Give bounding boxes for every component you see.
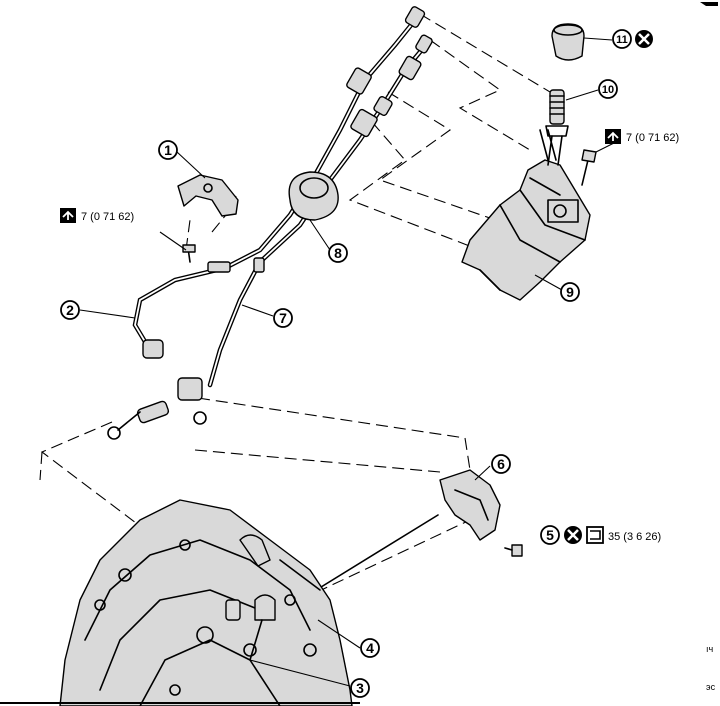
- callout-1: 1: [158, 140, 178, 160]
- control-cables: [107, 6, 433, 440]
- callout-4: 4: [360, 638, 380, 658]
- torque-spec-nut: 35 (3 6 26): [608, 531, 661, 543]
- margin-mark: эс: [706, 682, 716, 692]
- svg-text:2: 2: [66, 302, 74, 318]
- svg-text:1: 1: [164, 142, 172, 158]
- torque-spec-bracket: 7 (0 71 62): [81, 211, 134, 223]
- bracket-1: [177, 174, 239, 263]
- shift-knob: [551, 23, 585, 61]
- callout-8: 8: [328, 243, 348, 263]
- callout-7: 7: [273, 308, 293, 328]
- callout-5: 5: [540, 525, 560, 545]
- svg-text:11: 11: [616, 34, 628, 46]
- control-lever: [545, 89, 569, 166]
- svg-text:8: 8: [334, 245, 342, 261]
- transaxle-housing: [59, 499, 353, 706]
- callout-10: 10: [598, 79, 618, 99]
- do-not-reuse-icon: [635, 30, 653, 48]
- callout-3: 3: [350, 678, 370, 698]
- svg-text:3: 3: [356, 680, 364, 696]
- corner-mark: [700, 2, 718, 6]
- svg-text:6: 6: [497, 456, 505, 472]
- do-not-reuse-icon: [564, 526, 582, 544]
- svg-text:4: 4: [366, 640, 374, 656]
- grommet: [288, 171, 339, 221]
- nut-icon: [586, 526, 604, 544]
- torque-wrench-icon: [605, 129, 621, 144]
- svg-text:5: 5: [546, 527, 554, 543]
- bracket-6: [299, 469, 501, 601]
- svg-text:10: 10: [602, 84, 614, 96]
- svg-text:7: 7: [279, 310, 287, 326]
- assembly-guide-lines: [39, 13, 556, 601]
- callout-11: 11: [612, 29, 632, 49]
- torque-spec-shifter: 7 (0 71 62): [626, 132, 679, 144]
- callout-2: 2: [60, 300, 80, 320]
- callout-9: 9: [560, 282, 580, 302]
- margin-mark: ıч: [706, 644, 714, 654]
- svg-text:9: 9: [566, 284, 574, 300]
- shift-lever-assembly: [461, 129, 591, 301]
- leader-lines: [79, 37, 621, 687]
- callout-6: 6: [491, 454, 511, 474]
- bolts: [504, 149, 597, 557]
- torque-wrench-icon: [60, 208, 76, 223]
